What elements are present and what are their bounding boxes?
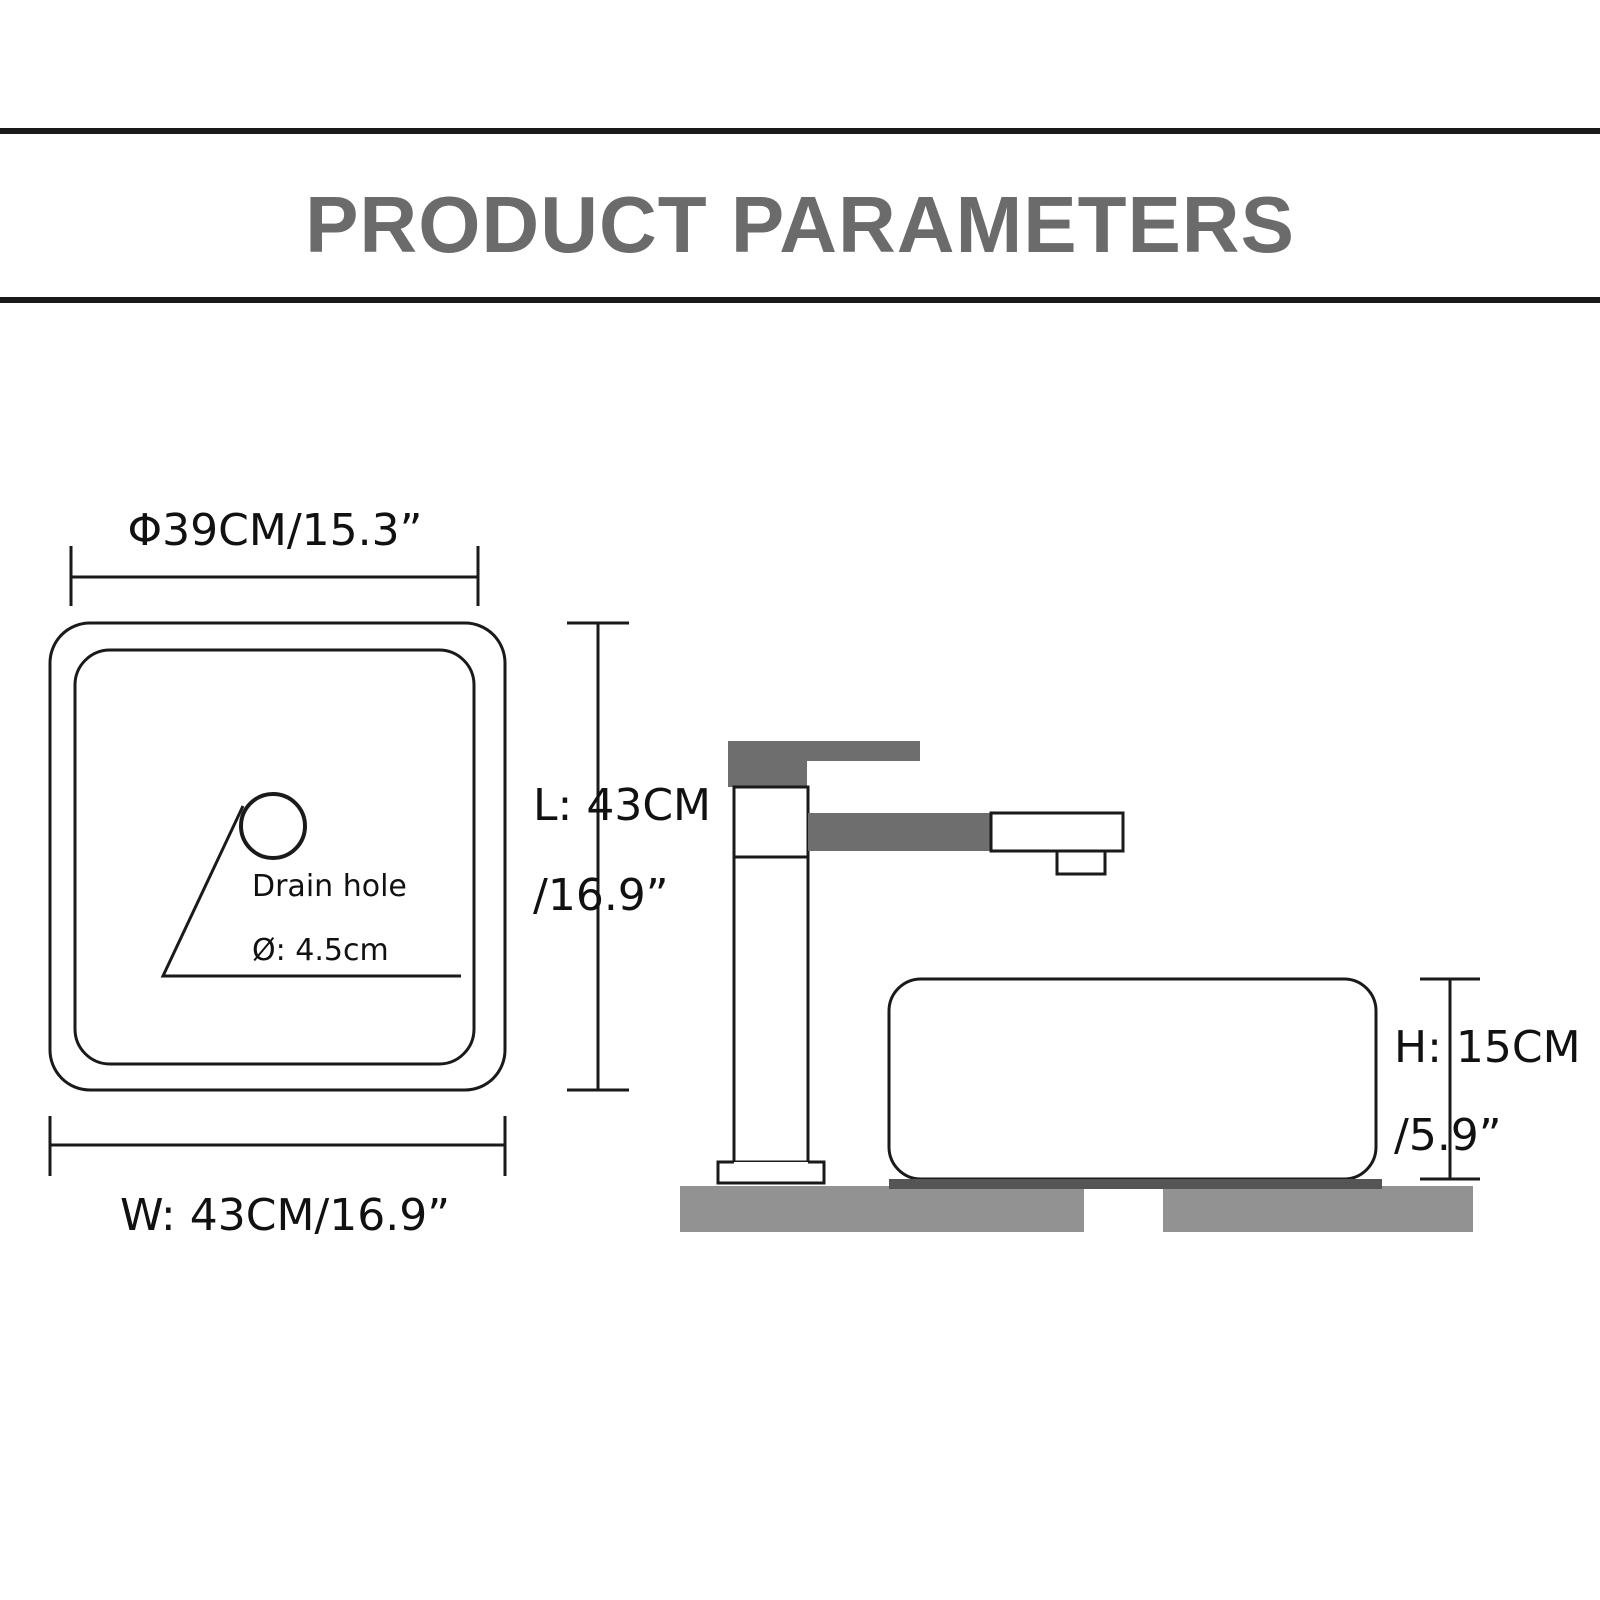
width-label: W: 43CM/16.9” (120, 1190, 450, 1241)
length-label-line1: L: 43CM (533, 780, 711, 831)
drain-hole-circle (239, 792, 307, 860)
length-label-line2: /16.9” (533, 870, 669, 921)
basin-outer-rim (48, 621, 507, 1092)
basin-base-strip (889, 1179, 1382, 1189)
countertop (680, 1186, 1473, 1232)
drain-hole-size: Ø: 4.5cm (252, 933, 389, 968)
width-dimension (48, 1116, 507, 1176)
drain-leader-line (160, 805, 461, 978)
faucet-foot (716, 1160, 826, 1185)
height-dimension (1420, 977, 1480, 1181)
faucet-body-cap (732, 785, 810, 859)
countertop-right (1163, 1186, 1473, 1232)
top-rule (0, 128, 1600, 134)
faucet (716, 741, 1125, 1185)
top-view (48, 621, 507, 1092)
faucet-aerator (1055, 849, 1107, 876)
diameter-label: Φ39CM/15.3” (128, 505, 423, 556)
faucet-spout-tip (989, 811, 1125, 853)
faucet-handle-base (728, 741, 807, 787)
countertop-left (680, 1186, 1084, 1232)
height-label-line2: /5.9” (1394, 1110, 1502, 1161)
height-label-line1: H: 15CM (1394, 1022, 1581, 1073)
basin-inner-bowl (73, 648, 476, 1066)
length-dimension (567, 621, 629, 1092)
page-title: PRODUCT PARAMETERS (305, 180, 1295, 269)
faucet-body (732, 855, 810, 1164)
drain-hole-label: Drain hole (252, 869, 407, 904)
basin-side-profile (887, 977, 1378, 1181)
diameter-dimension (69, 546, 480, 606)
faucet-spout-dark (808, 813, 991, 851)
bottom-rule (0, 297, 1600, 303)
